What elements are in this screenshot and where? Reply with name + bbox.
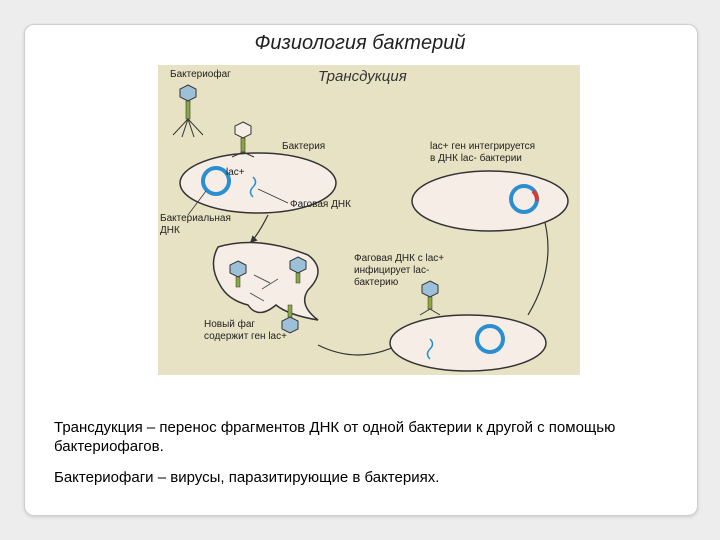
label-phage-dna: Фаговая ДНК: [290, 199, 351, 210]
label-bacteriophage: Бактериофаг: [170, 68, 231, 80]
bacteriophage-definition: Бактериофаги – вирусы, паразитирующие в …: [54, 469, 440, 486]
transduction-description: Трансдукция – перенос фрагментов ДНК от …: [54, 419, 616, 455]
transduction-diagram: Трансдукция Бактериофаг Бактерия lac+ Фа…: [158, 65, 580, 375]
phage-on-cell-1: [231, 121, 255, 158]
recipient-bacterium: [389, 314, 547, 372]
bacteriophage-icon: [172, 84, 204, 138]
arrow-to-lysis: [249, 214, 269, 244]
transduced-bacterium: [411, 170, 569, 232]
label-integrates-1: lac+ ген интегрируется: [430, 141, 535, 152]
arrow-to-infection: [317, 344, 399, 356]
label-bacterium: Бактерия: [282, 141, 325, 152]
new-phage-icon-2: [289, 256, 307, 284]
dna-fragments: [249, 274, 279, 302]
bacterial-dna-ring-2: [475, 324, 505, 354]
pointer-bacterial-dna: [187, 190, 207, 216]
label-infects-3: бактерию: [354, 276, 399, 288]
integrated-lac-gene: [531, 189, 539, 202]
diagram-svg: Трансдукция Бактериофаг Бактерия lac+ Фа…: [158, 65, 580, 375]
figure-title: Трансдукция: [318, 68, 407, 85]
phage-dna-squiggle-1: [249, 176, 257, 198]
new-phage-icon-1: [229, 260, 247, 288]
slide-title: Физиология бактерий: [254, 32, 466, 54]
new-phage-icon-3: [281, 304, 299, 334]
label-integrates-2: в ДНК lac- бактерии: [430, 152, 522, 164]
label-infects-1: Фаговая ДНК с lac+: [354, 253, 444, 264]
label-lac-plus-1: lac+: [226, 167, 245, 178]
label-infects-2: инфицирует lac-: [354, 264, 429, 276]
arrow-to-integration: [527, 214, 549, 316]
label-bacterial-dna-1: Бактериальная: [160, 213, 231, 224]
label-new-phage-1: Новый фаг: [204, 318, 255, 330]
label-new-phage-2: содержит ген lac+: [204, 331, 287, 342]
pointer-phage-dna: [257, 188, 289, 204]
phage-dna-squiggle-2: [426, 338, 434, 360]
bacterial-dna-ring-1: [201, 166, 231, 196]
slide-text: Трансдукция – перенос фрагментов ДНК от …: [54, 418, 664, 499]
infecting-phage-icon: [419, 280, 441, 316]
label-bacterial-dna-2: ДНК: [160, 225, 180, 236]
